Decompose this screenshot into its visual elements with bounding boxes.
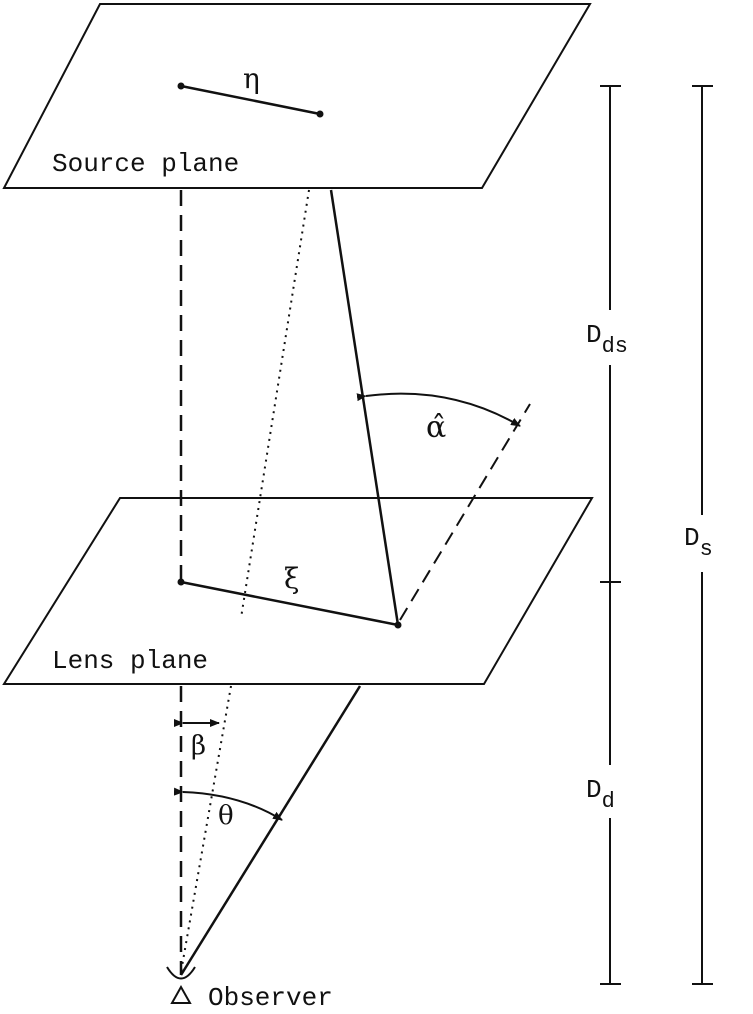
eta-start-point — [177, 82, 185, 90]
dd-label: Dd — [586, 775, 615, 814]
theta-arc — [173, 787, 283, 821]
xi-symbol: ξ — [284, 562, 299, 595]
source-plane — [2, 3, 592, 189]
dds-label: Dds — [586, 320, 628, 359]
observer-label: Observer — [208, 983, 333, 1013]
lens-plane-label: Lens plane — [52, 646, 208, 676]
eta-end-point — [316, 110, 324, 118]
eta-symbol: η — [243, 62, 260, 95]
beta-symbol: β — [191, 731, 206, 761]
apparent-direction — [399, 403, 531, 621]
observer-eye-icon — [166, 966, 196, 980]
lens-plane — [2, 497, 594, 685]
light-ray-lens-to-observer — [179, 685, 362, 976]
eta-segment — [180, 84, 321, 116]
ds-subscript: s — [700, 537, 713, 562]
dd-subscript: d — [602, 789, 615, 814]
xi-start-point — [177, 578, 185, 586]
alpha-hat-arc — [356, 392, 521, 427]
xi-segment — [180, 580, 399, 627]
alpha-hat-symbol: α̂ — [426, 410, 446, 445]
theta-symbol: θ — [218, 801, 234, 831]
observer-triangle-icon — [170, 984, 192, 1004]
ds-label: Ds — [684, 523, 713, 562]
light-ray-source-to-lens — [329, 189, 400, 626]
dds-subscript: ds — [602, 334, 628, 359]
source-plane-label: Source plane — [52, 149, 239, 179]
unlensed-ray — [240, 189, 310, 619]
